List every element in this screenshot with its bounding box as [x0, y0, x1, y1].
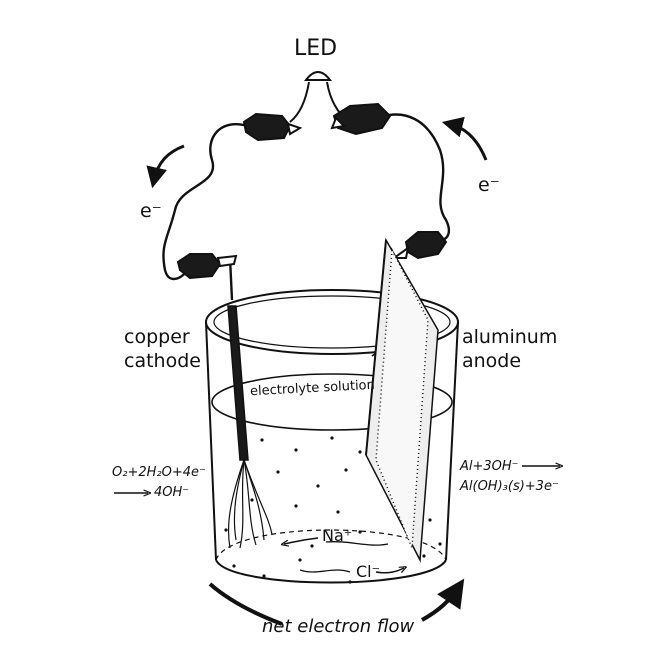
cl-ion-arrow: [375, 568, 404, 574]
electron-label-right: e⁻: [478, 174, 500, 196]
left-wire: [162, 123, 249, 281]
clip-top-left: [242, 112, 292, 142]
clip-top-right: [332, 102, 392, 136]
electron-label-left: e⁻: [140, 200, 162, 222]
led-label: LED: [294, 36, 338, 61]
clip-cathode: [176, 253, 222, 280]
right-wire: [377, 113, 451, 242]
clips: [176, 102, 448, 280]
ion-path: [299, 541, 389, 573]
net-flow-arrow-right: [421, 578, 465, 622]
cathode-label-line1: copper: [124, 326, 190, 348]
copper-cathode: [227, 305, 273, 549]
net-flow-arrow-left: [208, 582, 283, 626]
anode-label-line2: anode: [462, 350, 522, 372]
right-electron-arrow: [441, 116, 488, 161]
anode-equation-line2: Al(OH)₃(s)+3e⁻: [460, 479, 559, 494]
cathode-equation-line1: O₂+2H₂O+4e⁻: [112, 465, 206, 480]
anode-label-line1: aluminum: [462, 326, 558, 348]
aluminum-anode: [365, 237, 439, 563]
clip-anode: [404, 231, 448, 260]
anode-equation-line1: Al+3OH⁻: [460, 459, 519, 474]
left-electron-arrow: [146, 144, 185, 189]
na-ion-arrow: [284, 537, 319, 544]
sodium-ion-label: Na⁺: [322, 526, 353, 545]
cathode-label-line2: cathode: [124, 350, 201, 372]
cathode-equation-line2: 4OH⁻: [154, 485, 190, 500]
chloride-ion-label: Cl⁻: [356, 562, 381, 581]
net-electron-flow-label: net electron flow: [262, 616, 415, 637]
